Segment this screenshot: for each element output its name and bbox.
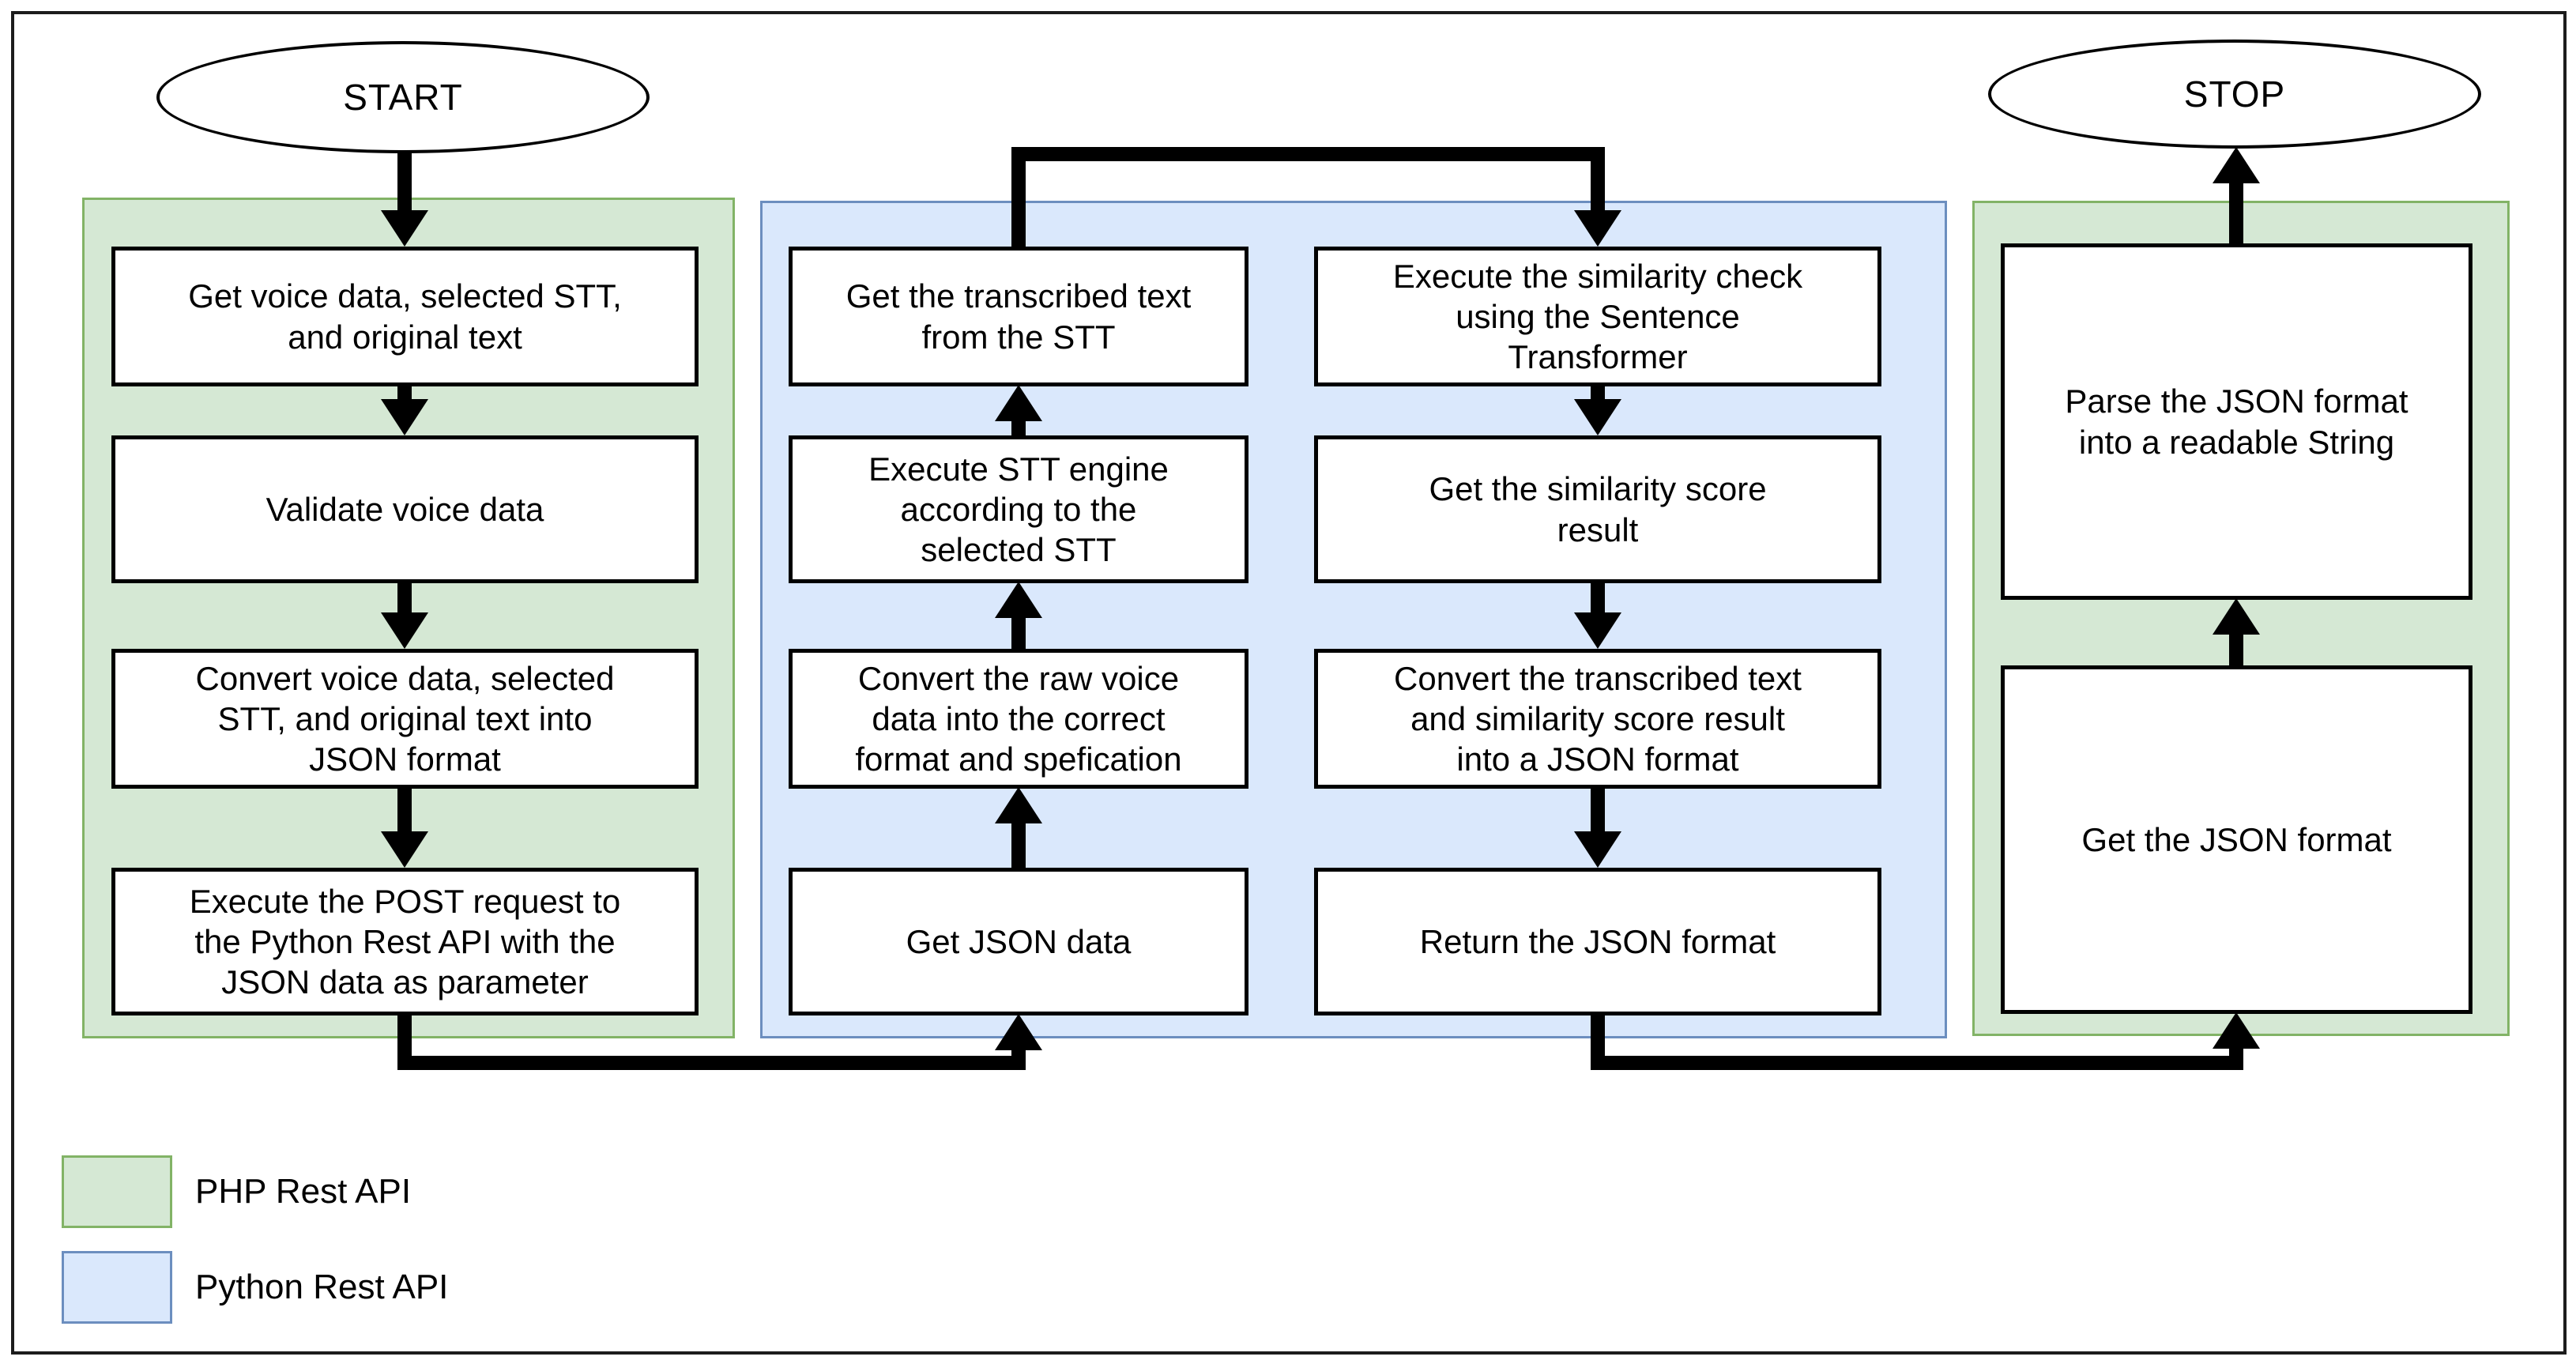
node-get-voice-data: Get voice data, selected STT, and origin…: [111, 247, 699, 386]
node-execute-stt-engine: Execute STT engine according to the sele…: [789, 435, 1248, 583]
node-stop: STOP: [1988, 40, 2481, 149]
node-convert-transcribed-json: Convert the transcribed text and similar…: [1314, 649, 1881, 789]
node-return-json-format: Return the JSON format: [1314, 868, 1881, 1015]
node-convert-raw-voice: Convert the raw voice data into the corr…: [789, 649, 1248, 789]
node-start: START: [156, 41, 650, 153]
node-get-json-format: Get the JSON format: [2001, 665, 2472, 1014]
node-parse-json-string: Parse the JSON format into a readable St…: [2001, 243, 2472, 600]
node-get-similarity-score: Get the similarity score result: [1314, 435, 1881, 583]
node-convert-to-json: Convert voice data, selected STT, and or…: [111, 649, 699, 789]
node-get-json-data: Get JSON data: [789, 868, 1248, 1015]
node-get-transcribed-text: Get the transcribed text from the STT: [789, 247, 1248, 386]
node-execute-post-request: Execute the POST request to the Python R…: [111, 868, 699, 1015]
legend-swatch-php: [62, 1155, 172, 1228]
legend-label-php: PHP Rest API: [195, 1172, 412, 1211]
node-validate-voice-data: Validate voice data: [111, 435, 699, 583]
legend-swatch-python: [62, 1251, 172, 1324]
node-execute-similarity-check: Execute the similarity check using the S…: [1314, 247, 1881, 386]
legend-label-python: Python Rest API: [195, 1268, 449, 1306]
outer-border: [11, 11, 2567, 1355]
